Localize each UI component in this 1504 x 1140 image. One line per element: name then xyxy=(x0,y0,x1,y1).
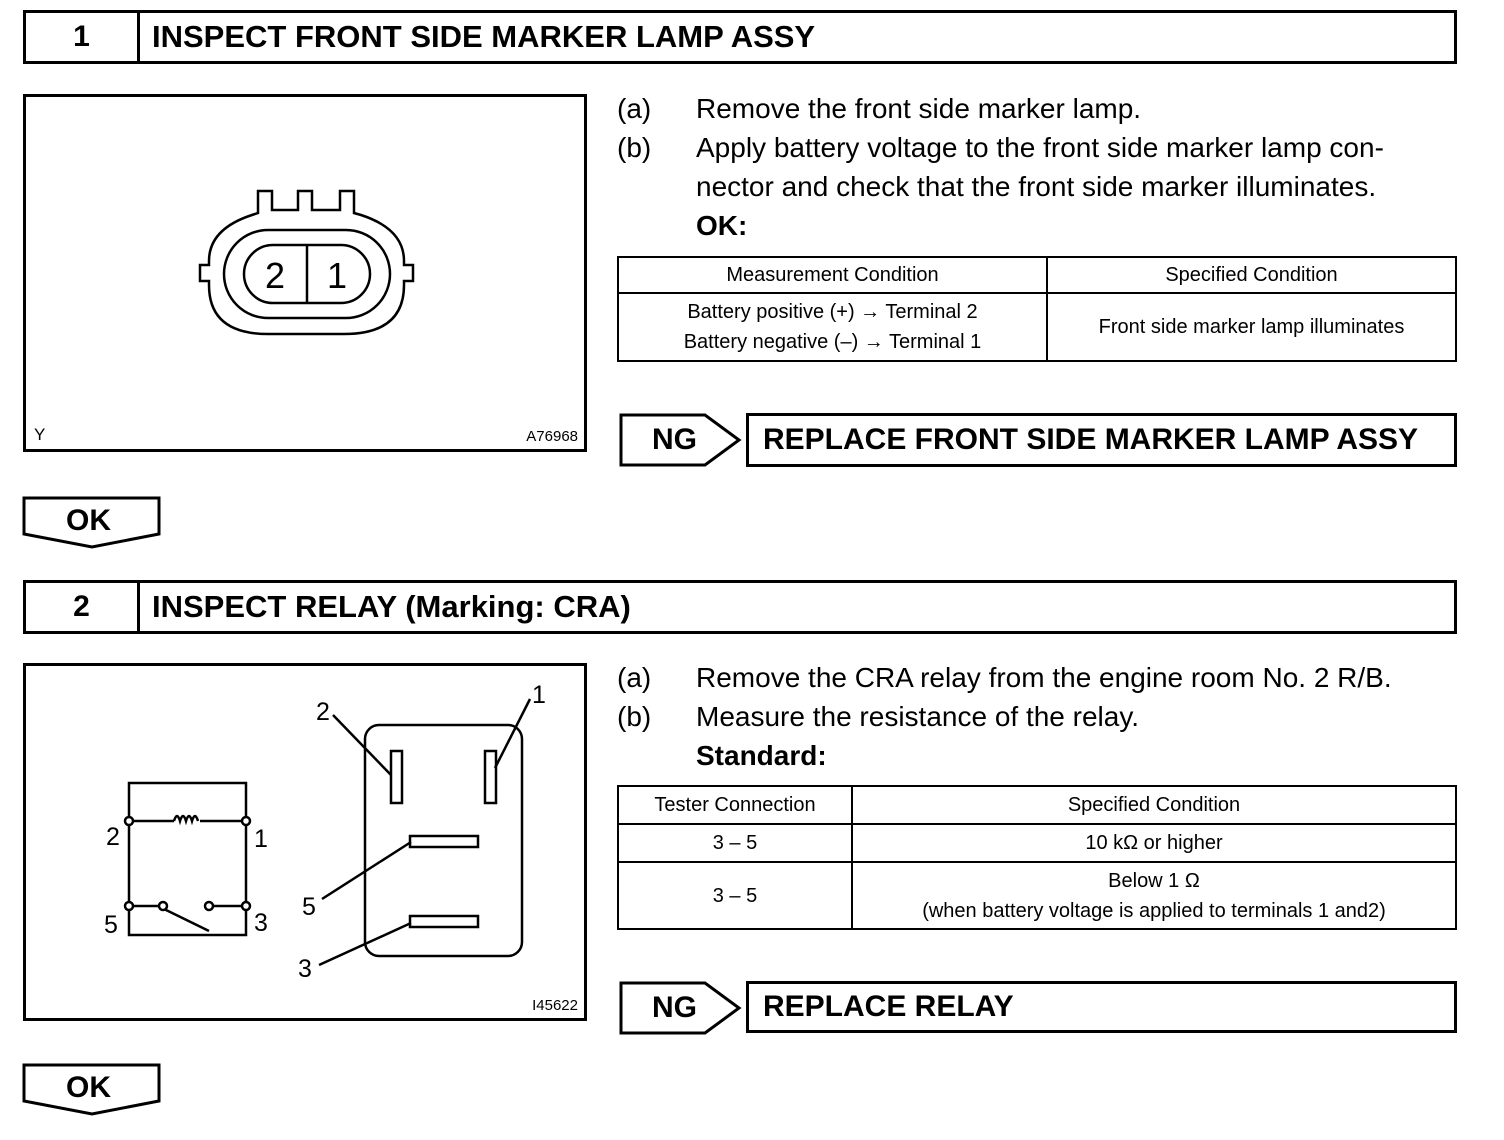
ok-arrow-icon xyxy=(22,1063,161,1116)
relay-figure: 2 1 5 3 2 1 5 3 I45622 xyxy=(23,663,587,1021)
table-header: Specified Condition xyxy=(1046,256,1457,294)
ng-action: REPLACE FRONT SIDE MARKER LAMP ASSY xyxy=(746,413,1457,467)
step-title: INSPECT FRONT SIDE MARKER LAMP ASSY xyxy=(152,19,816,54)
schematic-terminal-2: 2 xyxy=(106,823,120,851)
table-cell: Front side marker lamp illuminates xyxy=(1046,292,1457,362)
instruction-b: (b) Apply battery voltage to the front s… xyxy=(617,132,1384,163)
instruction-b-cont: nector and check that the front side mar… xyxy=(696,171,1377,202)
ng-arrow-icon xyxy=(619,981,742,1035)
ng-tag: NG xyxy=(619,981,743,1035)
corner-mark: Y xyxy=(34,425,46,444)
step-1-spec-table: Measurement Condition Specified Conditio… xyxy=(617,256,1457,362)
pin-1-label: 1 xyxy=(327,255,347,296)
pin-2-label: 2 xyxy=(265,255,285,296)
figure-code: I45622 xyxy=(532,997,578,1014)
result-heading: Standard: xyxy=(696,740,827,771)
ng-label: NG xyxy=(652,991,697,1024)
ok-tag: OK xyxy=(22,1063,162,1117)
ng-arrow-icon xyxy=(619,413,742,467)
ok-tag: OK xyxy=(22,496,162,550)
step-1-header: 1 INSPECT FRONT SIDE MARKER LAMP ASSY xyxy=(23,10,1457,64)
ok-label: OK xyxy=(66,1071,111,1104)
step-2-header: 2 INSPECT RELAY (Marking: CRA) xyxy=(23,580,1457,634)
connector-figure: 2 1 Y A76968 xyxy=(23,94,587,452)
instruction-a: (a) Remove the front side marker lamp. xyxy=(617,93,1142,124)
table-row: 3 – 5 Below 1 Ω (when battery voltage is… xyxy=(617,861,1457,930)
step-2-instructions: (a) Remove the CRA relay from the engine… xyxy=(617,658,1477,775)
table-cell: 3 – 5 xyxy=(617,861,853,930)
schematic-terminal-1: 1 xyxy=(254,825,268,853)
table-cell: Below 1 Ω (when battery voltage is appli… xyxy=(851,861,1457,930)
ok-label: OK xyxy=(66,504,111,537)
table-row: Battery positive (+) → Terminal 2 Batter… xyxy=(617,292,1457,362)
ng-label: NG xyxy=(652,423,697,456)
connector-diagram: 2 1 xyxy=(198,189,415,336)
schematic-terminal-3: 3 xyxy=(254,909,268,937)
relay-terminal-3: 3 xyxy=(298,955,312,983)
figure-code: A76968 xyxy=(526,428,578,445)
table-header: Measurement Condition xyxy=(617,256,1048,294)
relay-terminal-1: 1 xyxy=(532,681,546,709)
result-heading: OK: xyxy=(696,210,748,241)
step-title: INSPECT RELAY (Marking: CRA) xyxy=(152,589,631,624)
ng-action: REPLACE RELAY xyxy=(746,981,1457,1033)
table-cell: 3 – 5 xyxy=(617,823,853,863)
table-cell: Battery positive (+) → Terminal 2 Batter… xyxy=(617,292,1048,362)
table-header: Specified Condition xyxy=(851,785,1457,825)
table-cell: 10 kΩ or higher xyxy=(851,823,1457,863)
step-2-spec-table: Tester Connection Specified Condition 3 … xyxy=(617,785,1457,930)
instruction-b: (b) Measure the resistance of the relay. xyxy=(617,701,1140,732)
step-number: 2 xyxy=(26,583,140,631)
step-1-instructions: (a) Remove the front side marker lamp. (… xyxy=(617,89,1477,245)
step-number: 1 xyxy=(26,13,140,61)
relay-diagram: 2 1 5 3 2 1 5 3 xyxy=(104,681,546,983)
table-header: Tester Connection xyxy=(617,785,853,825)
relay-terminal-2: 2 xyxy=(316,698,330,726)
schematic-terminal-5: 5 xyxy=(104,911,118,939)
relay-terminal-5: 5 xyxy=(302,893,316,921)
instruction-a: (a) Remove the CRA relay from the engine… xyxy=(617,662,1392,693)
ng-tag: NG xyxy=(619,413,743,467)
table-row: 3 – 5 10 kΩ or higher xyxy=(617,823,1457,863)
ok-arrow-icon xyxy=(22,496,161,549)
